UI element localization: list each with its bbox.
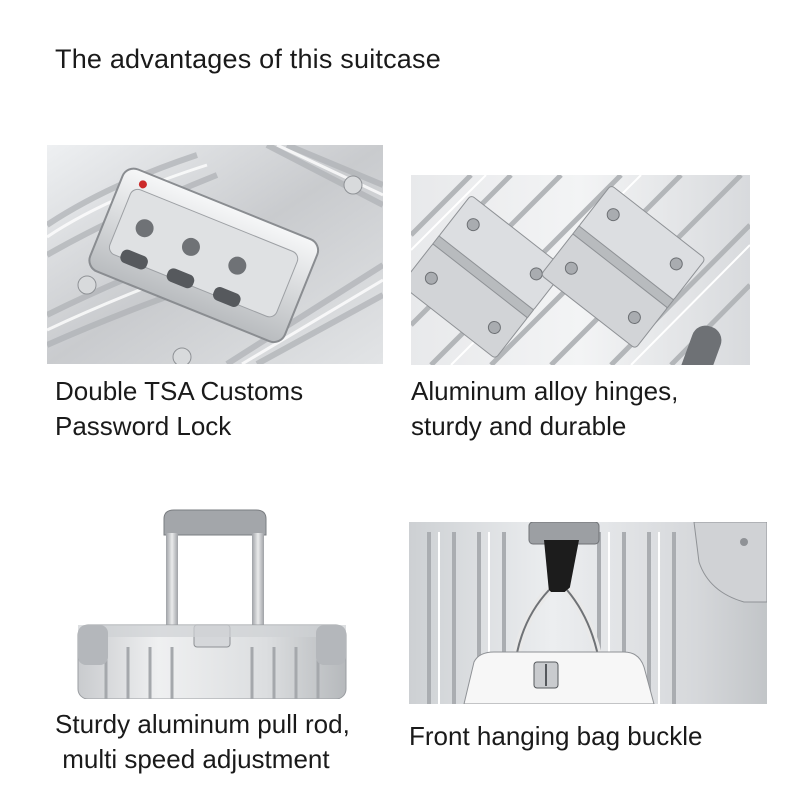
caption-line: Double TSA Customs bbox=[55, 376, 304, 406]
feature-caption-hinges: Aluminum alloy hinges, sturdy and durabl… bbox=[411, 374, 678, 444]
caption-line: Front hanging bag buckle bbox=[409, 721, 703, 751]
caption-line: Aluminum alloy hinges, bbox=[411, 376, 679, 406]
hinges-photo bbox=[411, 175, 750, 365]
page-title: The advantages of this suitcase bbox=[55, 44, 441, 74]
caption-line: Sturdy aluminum pull rod, bbox=[55, 709, 350, 739]
tsa-lock-photo bbox=[47, 145, 383, 364]
feature-caption-pull-rod: Sturdy aluminum pull rod, multi speed ad… bbox=[55, 707, 350, 777]
caption-line: multi speed adjustment bbox=[55, 744, 330, 774]
pull-rod-photo bbox=[76, 507, 348, 699]
feature-caption-bag-buckle: Front hanging bag buckle bbox=[409, 719, 702, 754]
bag-buckle-photo bbox=[409, 522, 767, 704]
feature-caption-tsa-lock: Double TSA Customs Password Lock bbox=[55, 374, 303, 444]
caption-line: sturdy and durable bbox=[411, 411, 627, 441]
caption-line: Password Lock bbox=[55, 411, 232, 441]
